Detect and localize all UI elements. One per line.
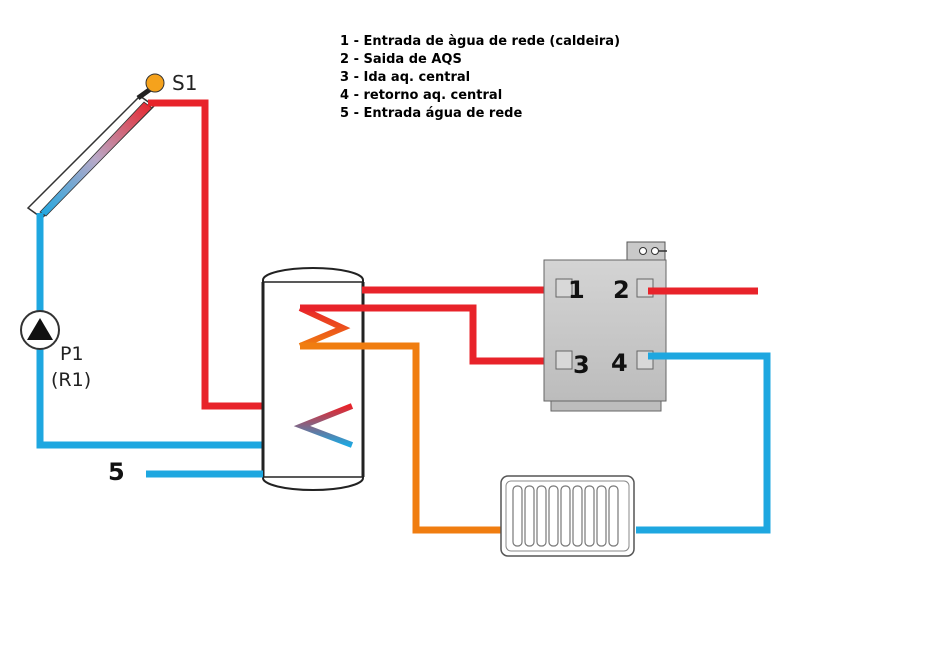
radiator — [500, 475, 635, 557]
heating-flow-pipe — [300, 342, 502, 534]
port1-socket — [555, 278, 573, 298]
heating-return-pipe — [636, 352, 771, 534]
legend-item-5: 5 - Entrada água de rede — [340, 106, 523, 121]
port-3-label: 3 — [573, 351, 590, 379]
port3-to-coil-pipe — [300, 304, 565, 365]
boiler — [543, 241, 667, 412]
solar-collector — [26, 85, 156, 219]
legend: 1 - Entrada de àgua de rede (caldeira) 2… — [340, 33, 620, 123]
legend-item-1: 1 - Entrada de àgua de rede (caldeira) — [340, 34, 621, 49]
legend-item-2: 2 - Saida de AQS — [340, 52, 462, 67]
solar-coil — [293, 403, 354, 448]
solar-return-pipe — [36, 213, 352, 449]
boiler-coil — [298, 305, 351, 349]
sensor-label: S1 — [172, 71, 197, 95]
inlet-5-label: 5 — [108, 458, 125, 486]
storage-tank — [261, 267, 365, 491]
port-2-label: 2 — [613, 276, 630, 304]
legend-item-4: 4 - retorno aq. central — [340, 88, 503, 103]
port-1-label: 1 — [568, 276, 585, 304]
legend-item-3: 3 - Ida aq. central — [340, 70, 471, 85]
port-4-label: 4 — [611, 349, 628, 377]
pump-p1 — [20, 310, 60, 350]
temperature-sensor-s1 — [145, 73, 165, 93]
port3-socket — [555, 350, 573, 370]
pump-relay-label: (R1) — [51, 369, 91, 391]
pump-label: P1 — [60, 343, 84, 365]
